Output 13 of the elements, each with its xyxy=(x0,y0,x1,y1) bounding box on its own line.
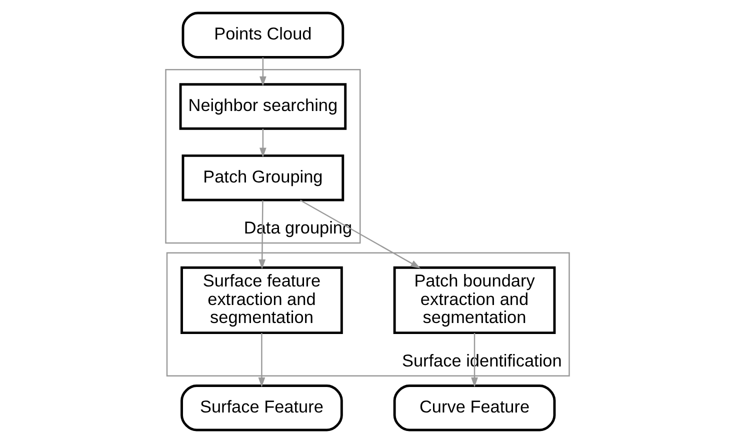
node-box: Surface Feature xyxy=(180,384,342,432)
arrow xyxy=(258,57,266,86)
arrow xyxy=(299,200,420,268)
node-box: Patch boundary extraction and segmentation xyxy=(392,266,556,334)
node-box: Neighbor searching xyxy=(178,83,346,130)
arrow xyxy=(258,128,266,158)
arrow xyxy=(258,333,265,388)
node-box: Surface feature extraction and segmentation xyxy=(180,266,342,334)
node-box: Curve Feature xyxy=(392,384,556,432)
node-box: Points Cloud xyxy=(181,12,344,58)
arrow xyxy=(258,200,266,270)
node-box: Patch Grouping xyxy=(181,154,344,202)
arrow xyxy=(470,333,478,388)
